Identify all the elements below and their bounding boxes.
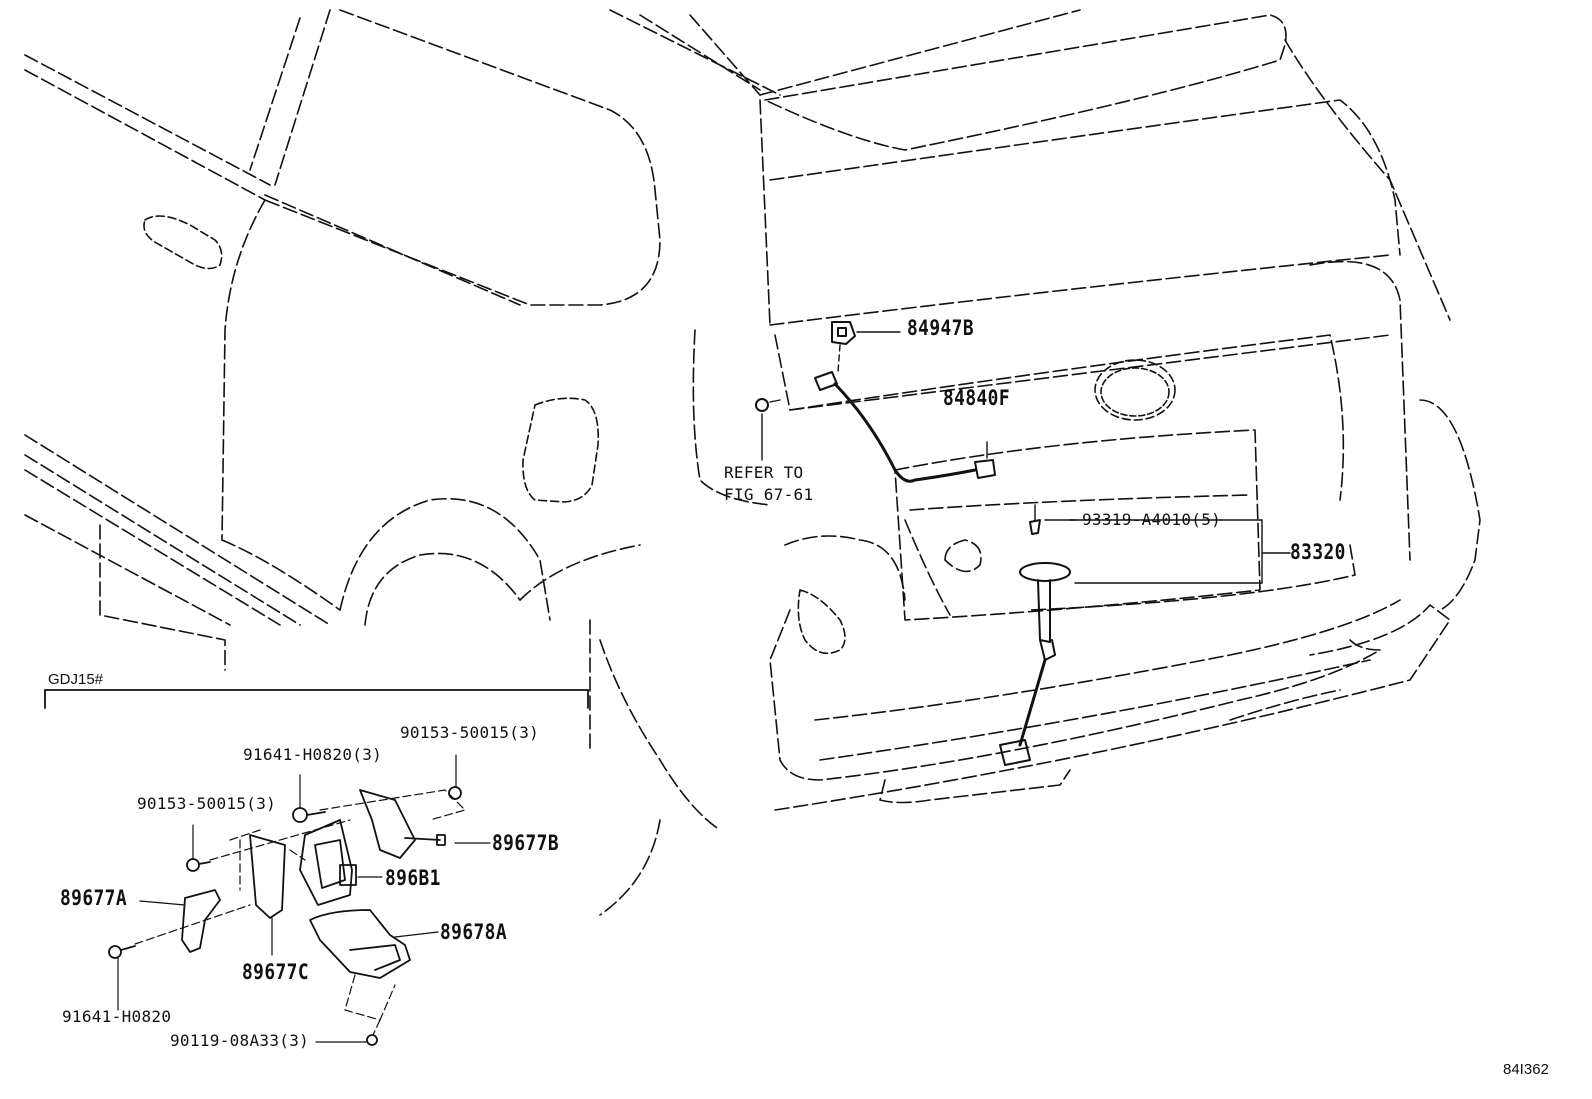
part-label-89677c: 89677C [242,960,310,984]
inset-parts [108,754,491,1046]
rear-emblem [1094,359,1176,421]
part-label-90153-top: 90153-50015(3) [400,723,540,742]
back-door [692,254,1411,621]
part-label-90119: 90119-08A33(3) [170,1031,310,1050]
vehicle-side-body [24,9,1081,626]
refer-note-line1: REFER TO [724,463,804,482]
sensor-83320 [999,504,1291,766]
fuel-lid [522,397,600,503]
rear-window [759,14,1451,326]
refer-note-line2: FIG 67-61 [724,485,814,504]
side-sill [24,434,331,671]
inset-frame [44,689,589,709]
rear-emblem-inner [1100,367,1170,417]
rear-quarter [589,619,721,916]
part-label-89678a: 89678A [440,920,508,944]
variant-label: GDJ15# [48,671,104,688]
camera-and-harness [755,321,996,483]
part-label-84947b: 84947B [907,316,975,340]
tail-lamp [797,589,846,655]
part-label-84840f: 84840F [943,386,1011,410]
door-handle [143,215,223,270]
rear-bumper [769,399,1481,811]
part-label-83320: 83320 [1290,540,1346,564]
part-label-90153-left: 90153-50015(3) [137,794,277,813]
part-label-89677a: 89677A [60,886,128,910]
part-label-91641-top: 91641-H0820(3) [243,745,383,764]
part-label-93319: 93319-A4010(5) [1082,510,1222,529]
part-label-896b1: 896B1 [385,866,441,890]
part-label-91641-bottom: 91641-H0820 [62,1007,172,1026]
part-label-89677b: 89677B [492,831,560,855]
figure-code: 84I362 [1503,1061,1549,1078]
